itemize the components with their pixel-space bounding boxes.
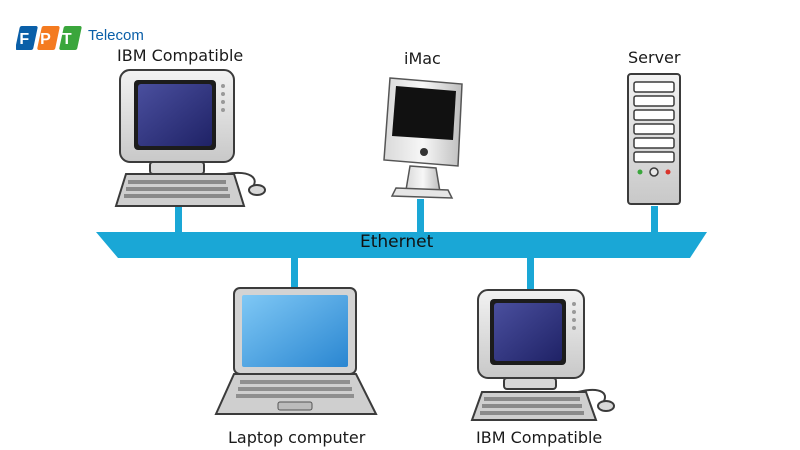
server-tower-icon: [627, 73, 681, 205]
desktop-crt-icon: [114, 69, 266, 207]
connectors: [175, 199, 658, 292]
connector-laptop: [291, 256, 298, 290]
node-label-imac: iMac: [404, 49, 441, 68]
logo-text: Telecom: [88, 27, 144, 44]
node-label-laptop: Laptop computer: [228, 428, 366, 447]
node-label-ibm-top: IBM Compatible: [117, 46, 244, 65]
imac-icon: [383, 77, 463, 199]
fpt-logo-icon: FPT: [16, 26, 82, 50]
connector-server: [651, 206, 658, 234]
logo-mark: FPT: [19, 31, 82, 48]
ethernet-bus: [96, 232, 707, 258]
laptop-icon: [214, 287, 378, 415]
connector-ibm-top: [175, 204, 182, 234]
desktop-crt-icon: [470, 289, 615, 421]
node-label-server: Server: [628, 48, 681, 67]
ethernet-label: Ethernet: [360, 232, 434, 252]
node-label-ibm-bottom: IBM Compatible: [476, 428, 603, 447]
connector-ibm-bottom: [527, 256, 534, 292]
connector-imac: [417, 199, 424, 234]
